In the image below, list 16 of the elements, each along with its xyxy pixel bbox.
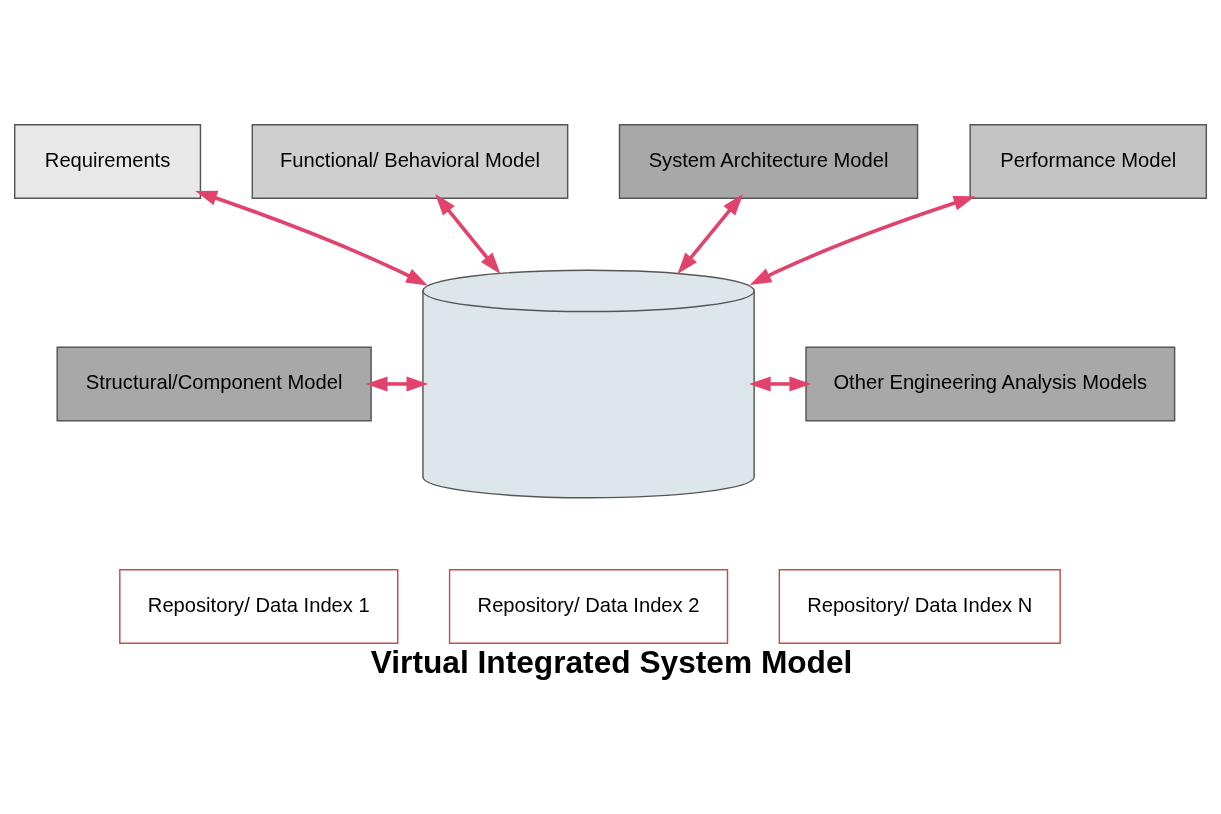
node-box: Other Engineering Analysis Models xyxy=(805,346,1176,422)
node-box: Functional/ Behavioral Model xyxy=(251,124,569,199)
node-box: Repository/ Data Index 1 xyxy=(119,569,399,644)
node-box: Requirements xyxy=(13,124,202,199)
node-box: Performance Model xyxy=(969,124,1207,199)
node-box: Repository/ Data Index 2 xyxy=(448,569,729,644)
arrow xyxy=(365,376,429,392)
node-box: Structural/Component Model xyxy=(56,346,372,422)
node-box: System Architecture Model xyxy=(618,124,919,199)
arrow xyxy=(749,376,812,392)
arrow xyxy=(677,194,744,275)
arrow xyxy=(435,193,501,275)
arrow xyxy=(195,190,428,286)
node-box: Repository/ Data Index N xyxy=(778,569,1061,644)
arrow xyxy=(749,195,976,285)
caption: Virtual Integrated System Model xyxy=(370,643,853,680)
